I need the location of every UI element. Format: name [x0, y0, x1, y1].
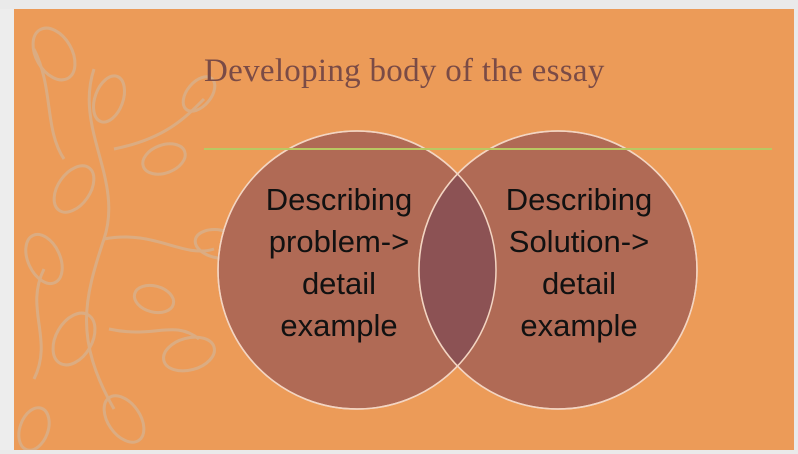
- vine-leaves-decoration: [17, 26, 245, 450]
- slide-left-border: [0, 9, 14, 450]
- venn-right-label: Describing Solution-> detail example: [505, 182, 653, 343]
- slide: Developing body of the essay Describing …: [14, 9, 794, 450]
- slide-artwork: [17, 26, 698, 450]
- venn-left-label: Describing problem-> detail example: [265, 182, 413, 343]
- title-divider: [204, 148, 772, 150]
- slide-title: Developing body of the essay: [204, 53, 605, 89]
